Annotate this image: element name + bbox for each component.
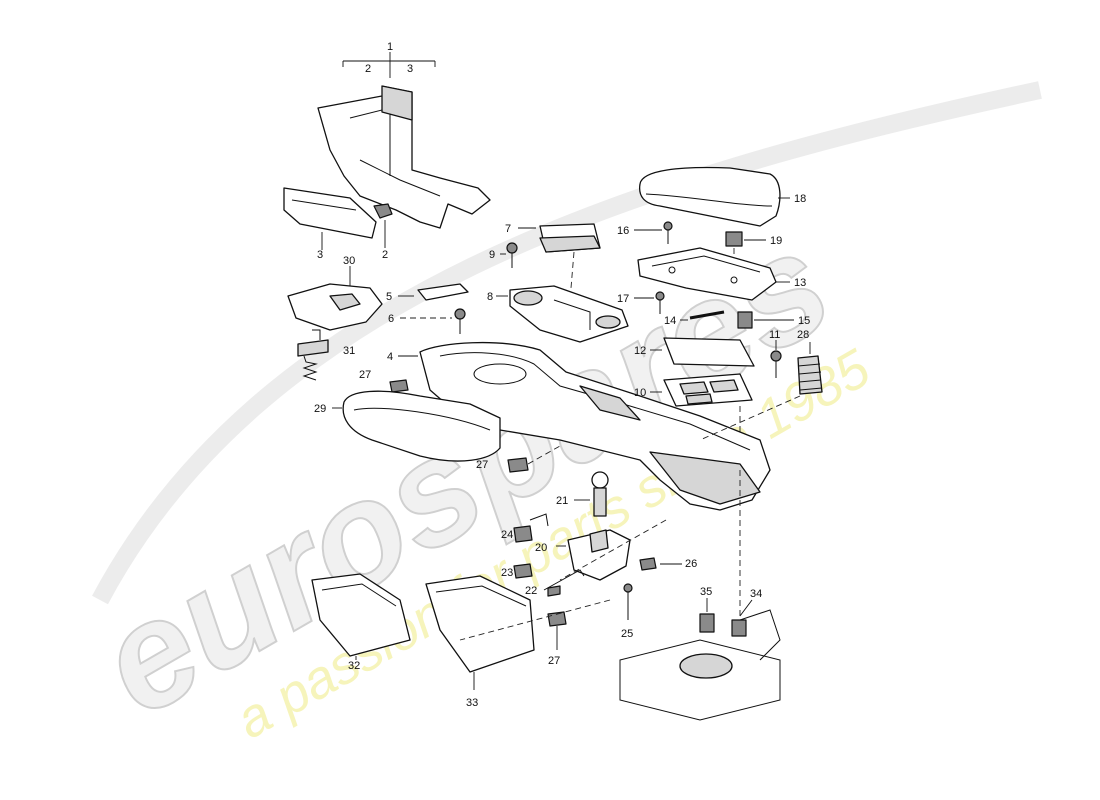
part-clip-27-upper <box>389 379 409 393</box>
callout-14: 14 <box>664 315 676 327</box>
part-front-console-trim <box>317 85 491 229</box>
part-screw-6 <box>400 308 466 334</box>
callout-33: 33 <box>466 697 478 709</box>
callout-32: 32 <box>348 660 360 672</box>
watermark-swoosh <box>92 81 1042 605</box>
callout-27-a: 27 <box>359 369 371 381</box>
callout-26: 26 <box>685 558 697 570</box>
part-center-console <box>398 341 771 511</box>
header-label-1: 1 <box>387 41 393 53</box>
callout-16: 16 <box>617 225 629 237</box>
part-clip-2 <box>373 203 393 248</box>
part-clip-26 <box>639 557 682 571</box>
callout-18: 18 <box>794 193 806 205</box>
part-tray-insert <box>650 373 753 470</box>
part-cupholder-frame <box>496 285 629 343</box>
part-clip-27-lower <box>547 611 567 650</box>
part-clip-23 <box>513 563 533 579</box>
callout-31: 31 <box>343 345 355 357</box>
callout-35: 35 <box>700 586 712 598</box>
part-screw-16 <box>634 221 673 244</box>
header-bracket: 1 2 3 <box>342 41 436 78</box>
assembly-lines <box>459 395 801 641</box>
part-pin-14 <box>680 310 725 321</box>
callout-28: 28 <box>797 329 809 341</box>
callout-15: 15 <box>798 315 810 327</box>
callout-6: 6 <box>388 313 394 325</box>
part-clip-27-middle <box>507 445 561 473</box>
part-lock-housing <box>556 529 631 581</box>
part-screw-9 <box>500 242 518 268</box>
callout-29: 29 <box>314 403 326 415</box>
callout-11: 11 <box>769 329 780 341</box>
part-screw-17 <box>634 291 665 314</box>
part-shift-spring <box>297 329 329 381</box>
callout-24: 24 <box>501 529 513 541</box>
callout-22: 22 <box>525 585 537 597</box>
callout-13: 13 <box>794 277 806 289</box>
part-storage-pad <box>650 337 755 367</box>
callout-27-b: 27 <box>476 459 488 471</box>
part-side-panel-29 <box>332 390 501 462</box>
part-hinge-clip-15 <box>737 311 794 329</box>
callout-4: 4 <box>387 351 393 363</box>
part-screw-25 <box>623 583 633 620</box>
callout-17: 17 <box>617 293 629 305</box>
callout-labels: 3 2 30 5 6 31 4 27 29 27 7 9 8 16 17 14 … <box>314 193 810 709</box>
part-lower-panel-32 <box>311 573 411 660</box>
callout-27-c: 27 <box>548 655 560 667</box>
callout-12: 12 <box>634 345 646 357</box>
part-screw-11 <box>770 340 782 378</box>
callout-7: 7 <box>505 223 511 235</box>
callout-3: 3 <box>317 249 323 261</box>
part-lower-panel-33 <box>425 575 535 690</box>
callout-21: 21 <box>556 495 568 507</box>
part-lock-cylinder <box>574 471 609 517</box>
callout-2: 2 <box>382 249 388 261</box>
callout-20: 20 <box>535 542 547 554</box>
callout-8: 8 <box>487 291 493 303</box>
callout-25: 25 <box>621 628 633 640</box>
part-cover-plate <box>398 283 469 301</box>
part-latch-19 <box>725 231 766 268</box>
part-ashtray-insert <box>518 223 601 301</box>
callout-30: 30 <box>343 255 355 267</box>
part-armrest-base <box>637 247 790 301</box>
part-bellows-28 <box>797 342 823 395</box>
callout-34: 34 <box>750 588 762 600</box>
part-armrest-lid <box>638 166 790 227</box>
callout-10: 10 <box>634 387 646 399</box>
callout-5: 5 <box>386 291 392 303</box>
callout-19: 19 <box>770 235 782 247</box>
header-label-3: 3 <box>407 63 413 75</box>
part-bracket-24 <box>513 513 549 543</box>
part-shifter-cover <box>287 266 383 331</box>
callout-23: 23 <box>501 567 513 579</box>
part-side-trim-strip <box>283 187 377 250</box>
header-label-2: 2 <box>365 63 371 75</box>
part-gear-base-assembly <box>619 470 781 721</box>
callout-9: 9 <box>489 249 495 261</box>
part-actuator-rod <box>543 569 585 597</box>
